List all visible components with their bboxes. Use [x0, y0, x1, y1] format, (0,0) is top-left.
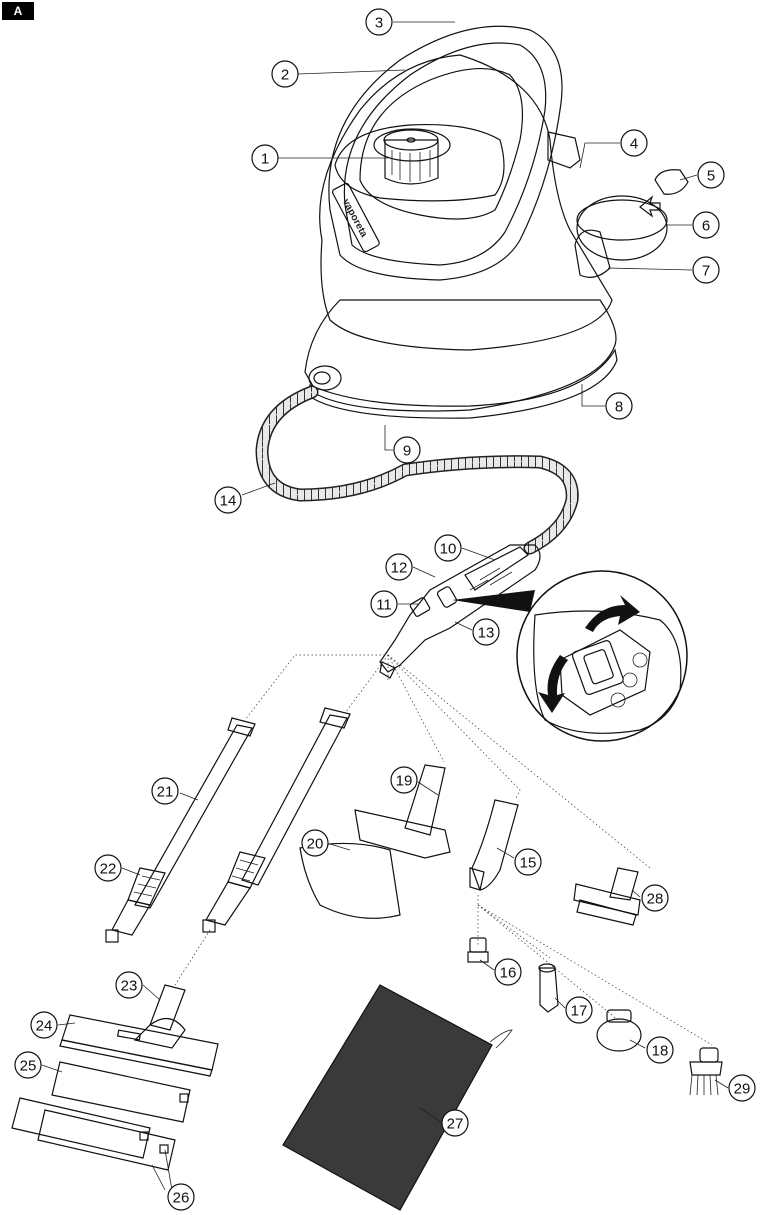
jet-nozzle: [469, 799, 519, 891]
surface-nozzle: [354, 764, 451, 859]
svg-text:24: 24: [36, 1018, 53, 1035]
callout-16: 16: [494, 958, 522, 986]
svg-text:5: 5: [707, 168, 715, 185]
callout-13: 13: [472, 618, 500, 646]
switch-detail-inset: [516, 570, 688, 742]
svg-text:20: 20: [307, 836, 324, 853]
svg-text:3: 3: [375, 15, 383, 32]
callout-5: 5: [697, 161, 725, 189]
callout-23: 23: [115, 971, 143, 999]
extension-tube-left: [105, 717, 256, 943]
callout-29: 29: [728, 1074, 756, 1102]
callout-2: 2: [271, 60, 299, 88]
callout-22: 22: [94, 854, 122, 882]
extension-tube-right: [202, 707, 351, 933]
svg-text:11: 11: [376, 597, 392, 614]
svg-text:7: 7: [702, 263, 710, 280]
callout-1: 1: [251, 144, 279, 172]
callout-10: 10: [434, 534, 462, 562]
callout-27: 27: [441, 1109, 469, 1137]
assembly-guide-lines: [174, 654, 713, 1046]
svg-text:15: 15: [520, 855, 537, 872]
svg-text:19: 19: [396, 773, 413, 790]
callout-15: 15: [514, 848, 542, 876]
svg-text:22: 22: [100, 861, 117, 878]
callout-17: 17: [565, 996, 593, 1024]
round-brush: [596, 1009, 642, 1052]
svg-text:21: 21: [157, 784, 174, 801]
callout-21: 21: [151, 777, 179, 805]
svg-text:8: 8: [615, 399, 623, 416]
steam-hose: [255, 385, 579, 555]
svg-text:9: 9: [403, 443, 411, 460]
callout-24: 24: [30, 1011, 58, 1039]
svg-text:14: 14: [220, 493, 237, 510]
callout-11: 11: [370, 590, 398, 618]
storage-bag: [282, 984, 513, 1211]
callout-8: 8: [605, 392, 633, 420]
brush-cover: [299, 842, 401, 919]
callout-4: 4: [620, 129, 648, 157]
floor-head: [59, 984, 219, 1077]
flat-brush: [689, 1047, 723, 1096]
callout-9: 9: [393, 436, 421, 464]
window-squeegee: [573, 867, 641, 926]
steam-generator-unit: vaporeta: [304, 25, 689, 419]
callout-28: 28: [641, 884, 669, 912]
callout-3: 3: [365, 8, 393, 36]
floor-cloths: [11, 1061, 191, 1171]
svg-text:13: 13: [478, 625, 495, 642]
svg-text:17: 17: [571, 1003, 588, 1020]
callout-20: 20: [301, 829, 329, 857]
svg-text:18: 18: [652, 1043, 669, 1060]
svg-text:26: 26: [173, 1190, 190, 1207]
section-label-badge: A: [2, 2, 34, 20]
svg-text:2: 2: [281, 67, 289, 84]
svg-text:6: 6: [702, 218, 710, 235]
small-brush: [467, 937, 489, 963]
callout-18: 18: [646, 1036, 674, 1064]
callout-leaders: [41, 21, 729, 1191]
svg-text:28: 28: [647, 891, 664, 908]
steam-handgrip: [379, 544, 541, 679]
svg-text:16: 16: [500, 965, 517, 982]
callout-19: 19: [390, 766, 418, 794]
svg-text:23: 23: [121, 978, 138, 995]
callout-6: 6: [692, 211, 720, 239]
svg-text:27: 27: [447, 1116, 464, 1133]
callout-14: 14: [214, 486, 242, 514]
svg-text:29: 29: [734, 1081, 751, 1098]
svg-text:12: 12: [391, 560, 408, 577]
callout-25: 25: [14, 1051, 42, 1079]
point-nozzle: [538, 963, 559, 1013]
svg-text:25: 25: [20, 1058, 37, 1075]
svg-text:1: 1: [261, 151, 269, 168]
callout-12: 12: [385, 553, 413, 581]
svg-text:4: 4: [630, 136, 638, 153]
callout-7: 7: [692, 256, 720, 284]
callout-26: 26: [167, 1183, 195, 1211]
svg-text:10: 10: [440, 541, 457, 558]
